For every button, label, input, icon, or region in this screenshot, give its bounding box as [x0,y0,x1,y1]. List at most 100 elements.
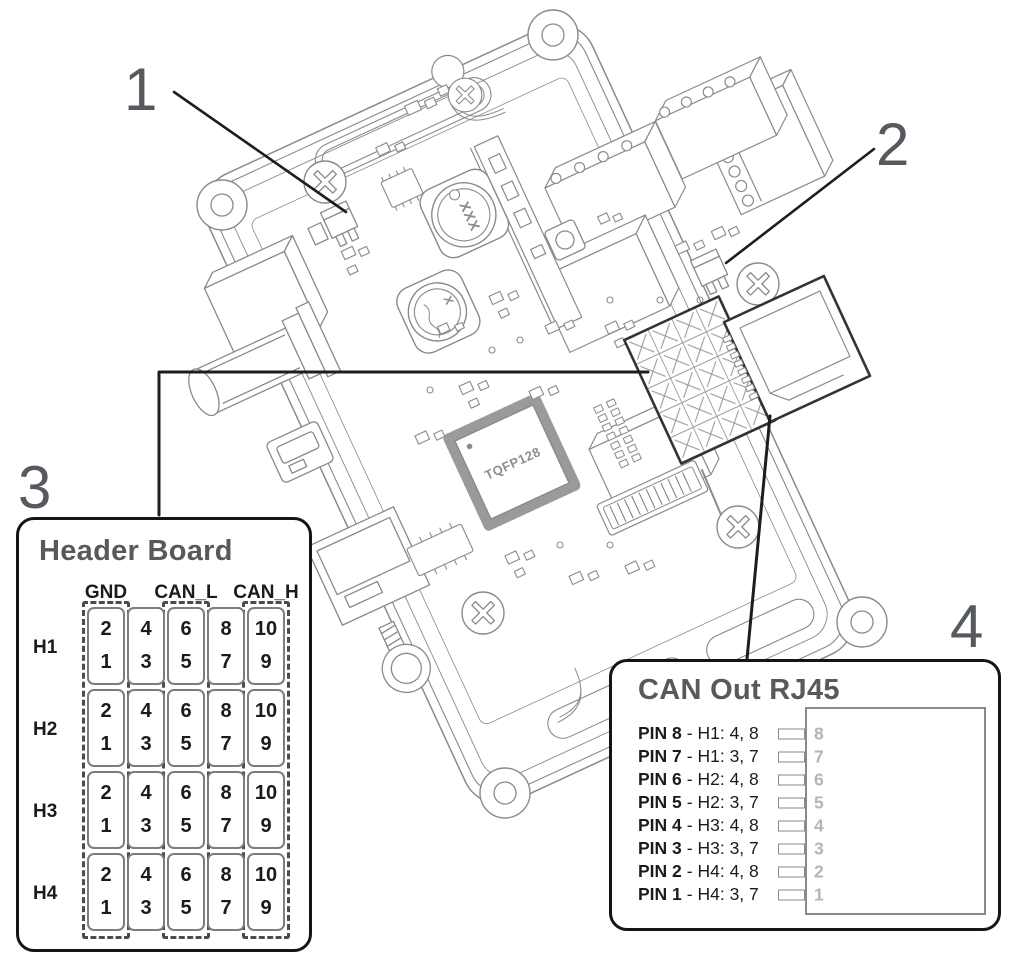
pin-number: 5 [180,814,192,837]
pin-number: 9 [260,732,272,755]
pin-number: 9 [260,650,272,673]
column-header-can-l: CAN_L [154,582,218,603]
rj45-pin-stub [778,866,805,877]
rj45-pin-number: 8 [814,723,824,743]
header-row-label: H4 [33,883,58,904]
can-pin-row: PIN 7- H1: 3, 7 7 [612,745,998,768]
callout-line-1 [172,90,348,214]
pin-number: 8 [220,618,232,641]
can-out-title: CAN Out RJ45 [638,674,840,706]
pin-number: 2 [100,618,112,641]
pin-number: 9 [260,814,272,837]
can-pin-label: PIN 4 [638,815,682,835]
rj45-pin-number: 3 [814,838,824,858]
can-pin-row: PIN 1- H4: 3, 7 1 [612,883,998,906]
pin-number: 5 [180,650,192,673]
can-l-column-dashed-outline [162,601,210,939]
pin-number: 7 [220,732,232,755]
rj45-pin-number: 7 [814,746,824,766]
can-pin-label: PIN 7 [638,746,682,766]
threaded-stud [378,620,431,694]
callout-number-1: 1 [124,56,158,123]
pin-number: 6 [180,782,192,805]
pin-number: 6 [180,700,192,723]
can-pin-mapping: - H4: 3, 7 [686,884,759,904]
rj45-pin-stub [778,751,805,762]
callout-lines [157,90,876,661]
can-pin-label: PIN 2 [638,861,682,881]
pin-number: 1 [100,896,112,919]
rj45-pin-number: 1 [814,884,824,904]
pin-number: 1 [100,732,112,755]
pin-number: 8 [220,700,232,723]
pin-number: 1 [100,814,112,837]
rj45-jack-highlight [722,274,872,424]
callout-line-2 [724,147,876,265]
can-pin-mapping: - H2: 3, 7 [686,792,759,812]
pin-number: 4 [140,700,152,723]
soic-chip-2 [406,522,474,579]
rj45-pin-stub [778,820,805,831]
header-row-label: H3 [33,801,58,822]
pin-number: 4 [140,618,152,641]
pin-number: 10 [254,782,278,805]
pin-number: 8 [220,782,232,805]
pin-number: 3 [140,814,152,837]
pin-number: 3 [140,650,152,673]
pin-number: 5 [180,732,192,755]
rj45-pin-stub [778,797,805,808]
can-pin-label: PIN 6 [638,769,682,789]
barrel-connector [188,301,342,417]
main-chip: TQFP128 [443,393,581,531]
can-pin-label: PIN 1 [638,884,682,904]
inductor-2: X [396,269,481,354]
daughter-board [470,135,583,331]
connector-pin-stick [701,469,723,518]
pin-number: 3 [140,896,152,919]
pin-number: 7 [220,896,232,919]
pin-number: 8 [220,864,232,887]
column-header-gnd: GND [84,582,128,603]
can-pin-mapping: - H1: 3, 7 [686,746,759,766]
tactile-button [544,219,586,261]
pin-number: 5 [180,896,192,919]
labeled-connector [596,460,709,536]
callout-line-4 [745,414,772,661]
header-board-title: Header Board [39,535,233,567]
can-pin-label: PIN 8 [638,723,682,743]
pin-number: 4 [140,864,152,887]
header-row-label: H2 [33,719,58,740]
pin-number: 2 [100,700,112,723]
callout-number-2: 2 [876,111,910,178]
relay-block-1 [544,120,687,254]
rj45-pin-number: 5 [814,792,824,812]
jumper-2 [689,248,730,296]
can-pin-mapping: - H2: 4, 8 [686,769,759,789]
pin-number: 6 [180,864,192,887]
can-h-column-dashed-outline [242,601,290,939]
gnd-column-dashed-outline [82,601,130,939]
